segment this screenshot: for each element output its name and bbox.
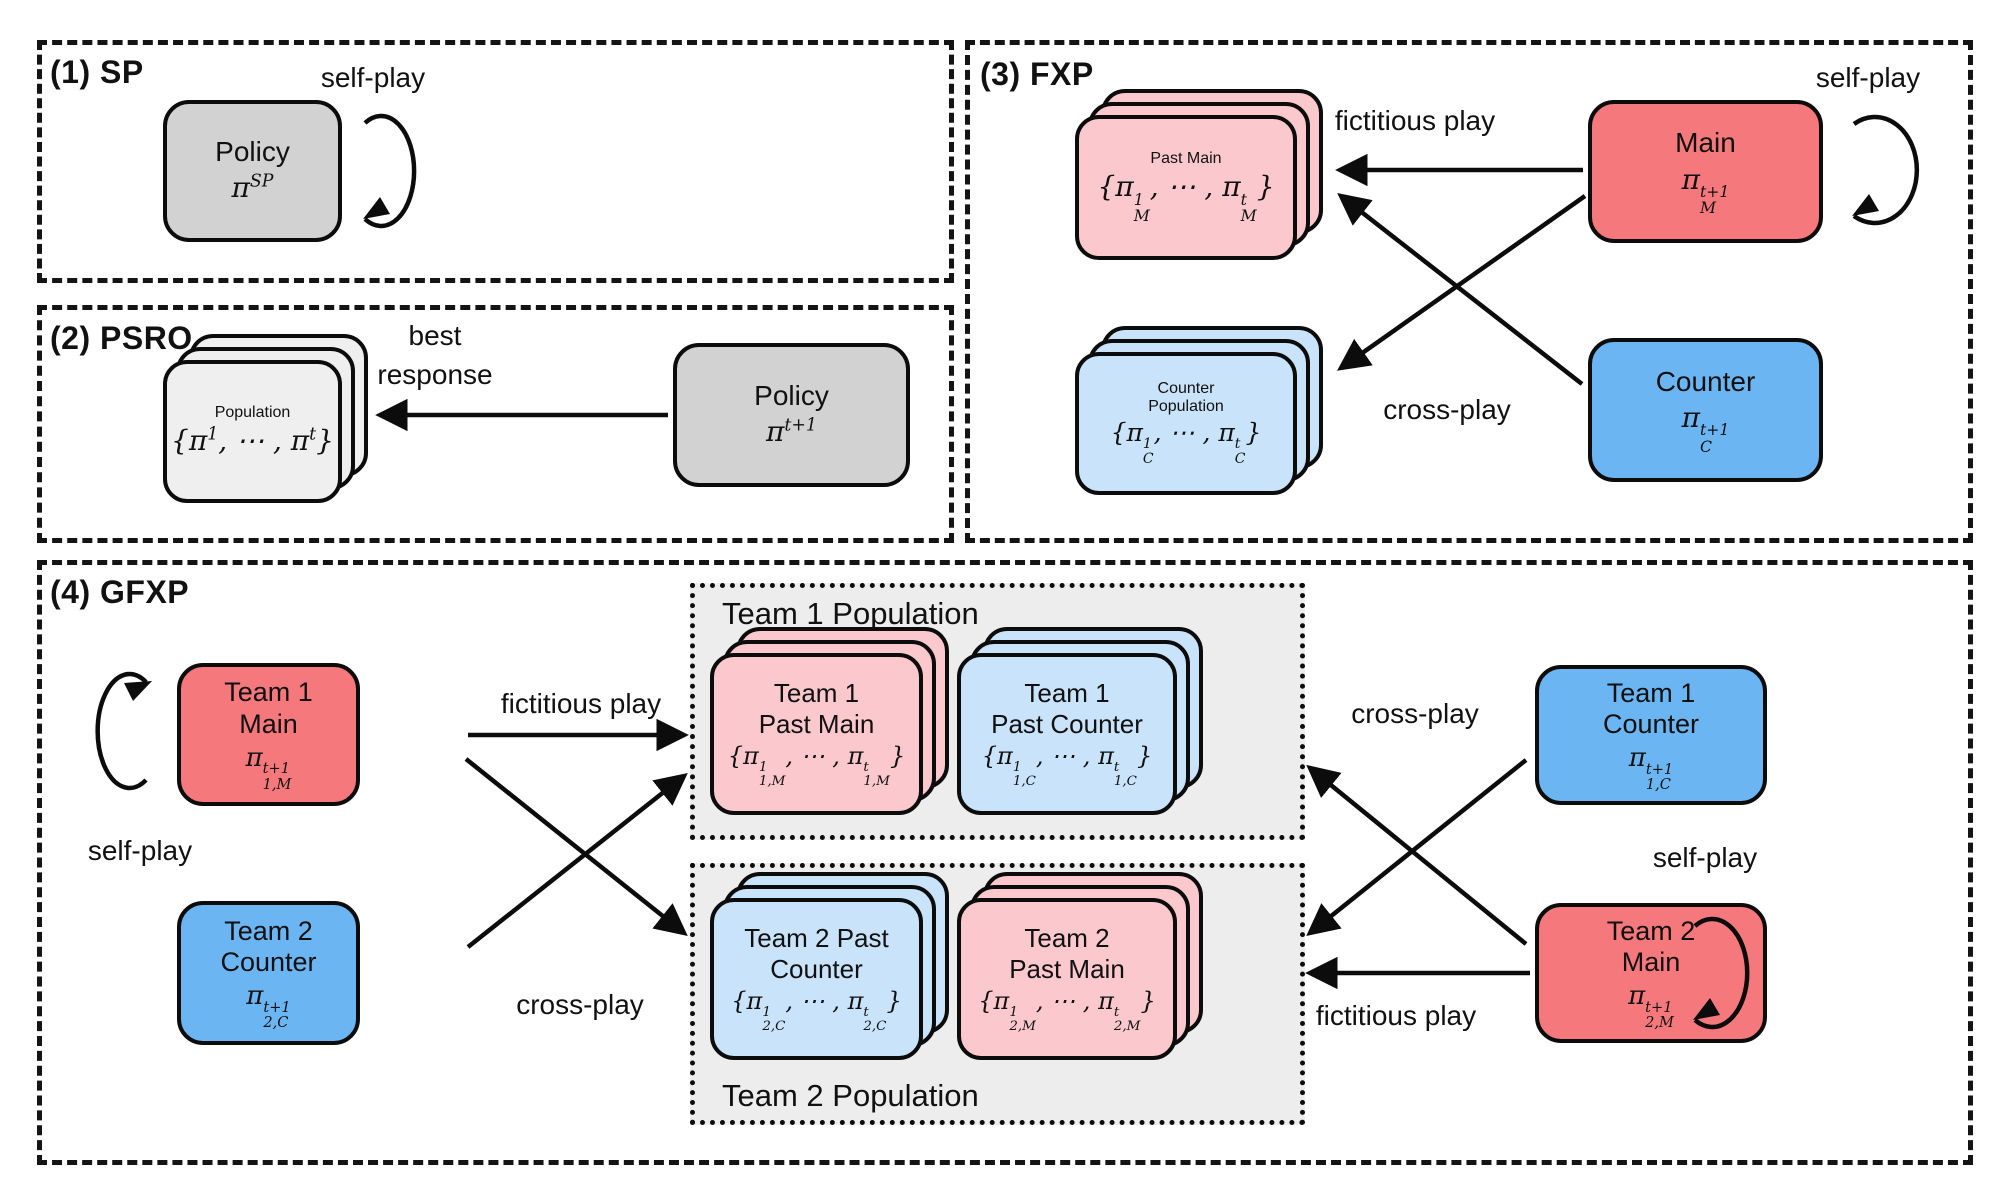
gfxp-crossplay-left-label: cross-play <box>516 989 644 1020</box>
sp-policy-box: Policy πSP <box>163 100 342 242</box>
sp-policy-label: Policy <box>215 136 290 168</box>
psro-population-label: Population <box>214 403 291 421</box>
fxp-fictitious-label: fictitious play <box>1334 105 1496 136</box>
gfxp-fictitious-right-label: fictitious play <box>1315 1000 1477 1031</box>
sp-selfplay-label: self-play <box>320 62 426 93</box>
psro-policy-math: πt+1 <box>766 415 817 449</box>
psro-population-stack: Population {π1, ⋯ , πt} <box>163 334 368 503</box>
psro-population-card: Population {π1, ⋯ , πt} <box>163 360 342 503</box>
t2-past-main-line1: Team 2 <box>1024 923 1110 954</box>
gfxp-selfplay-right-label: self-play <box>1652 842 1758 873</box>
t2-past-counter-line2: Counter <box>770 954 863 985</box>
fxp-crossplay-label: cross-play <box>1383 394 1511 425</box>
gfxp-selfplay-left-label: self-play <box>87 835 193 866</box>
t1-past-counter-line2: Past Counter <box>991 709 1143 740</box>
panel-sp-frame <box>37 40 954 283</box>
gfxp-crossplay-right-label: cross-play <box>1351 698 1479 729</box>
t2-counter-line1: Team 2 <box>224 915 313 946</box>
t1-main-line2: Main <box>239 708 298 739</box>
t1-main-line1: Team 1 <box>224 677 313 708</box>
fxp-main-label: Main <box>1675 127 1736 159</box>
panel-psro-frame <box>37 305 954 543</box>
t1-counter-line1: Team 1 <box>1606 677 1696 708</box>
t1-past-main-line2: Past Main <box>758 709 875 740</box>
fxp-counter-label: Counter <box>1655 365 1756 397</box>
panel-gfxp-frame <box>37 560 1973 1165</box>
t1-past-main-line1: Team 1 <box>773 678 860 709</box>
panel-fxp-frame <box>965 40 1973 543</box>
psro-policy-label: Policy <box>754 380 829 412</box>
psro-population-math: {π1, ⋯ , πt} <box>171 423 334 457</box>
t1-past-counter-line1: Team 1 <box>1024 678 1110 709</box>
t1-counter-line2: Counter <box>1602 709 1700 740</box>
t2-past-counter-line1: Team 2 Past <box>744 923 889 954</box>
sp-policy-math: πSP <box>231 171 274 205</box>
t2-past-main-line2: Past Main <box>1009 954 1125 985</box>
t2-main-line2: Main <box>1621 947 1681 978</box>
panel-sp-title: (1) SP <box>50 54 144 90</box>
fxp-selfplay-label: self-play <box>1815 62 1921 93</box>
gfxp-team2-population-title: Team 2 Population <box>722 1078 979 1113</box>
t2-main-line1: Team 2 <box>1606 915 1696 946</box>
psro-best-response-label: best response <box>377 320 493 391</box>
gfxp-team1-population-title: Team 1 Population <box>722 596 979 631</box>
psro-policy-box: Policy πt+1 <box>673 343 910 487</box>
fxp-past-main-label: Past Main <box>1150 150 1222 168</box>
gfxp-fictitious-left-label: fictitious play <box>500 688 662 719</box>
fxp-counter-pop-line1: Counter <box>1157 380 1215 398</box>
panel-psro-title: (2) PSRO <box>50 320 193 356</box>
panel-fxp-title: (3) FXP <box>980 56 1094 92</box>
t2-counter-line2: Counter <box>220 947 317 978</box>
panel-gfxp-title: (4) GFXP <box>50 574 190 610</box>
fxp-counter-pop-line2: Population <box>1148 398 1224 416</box>
